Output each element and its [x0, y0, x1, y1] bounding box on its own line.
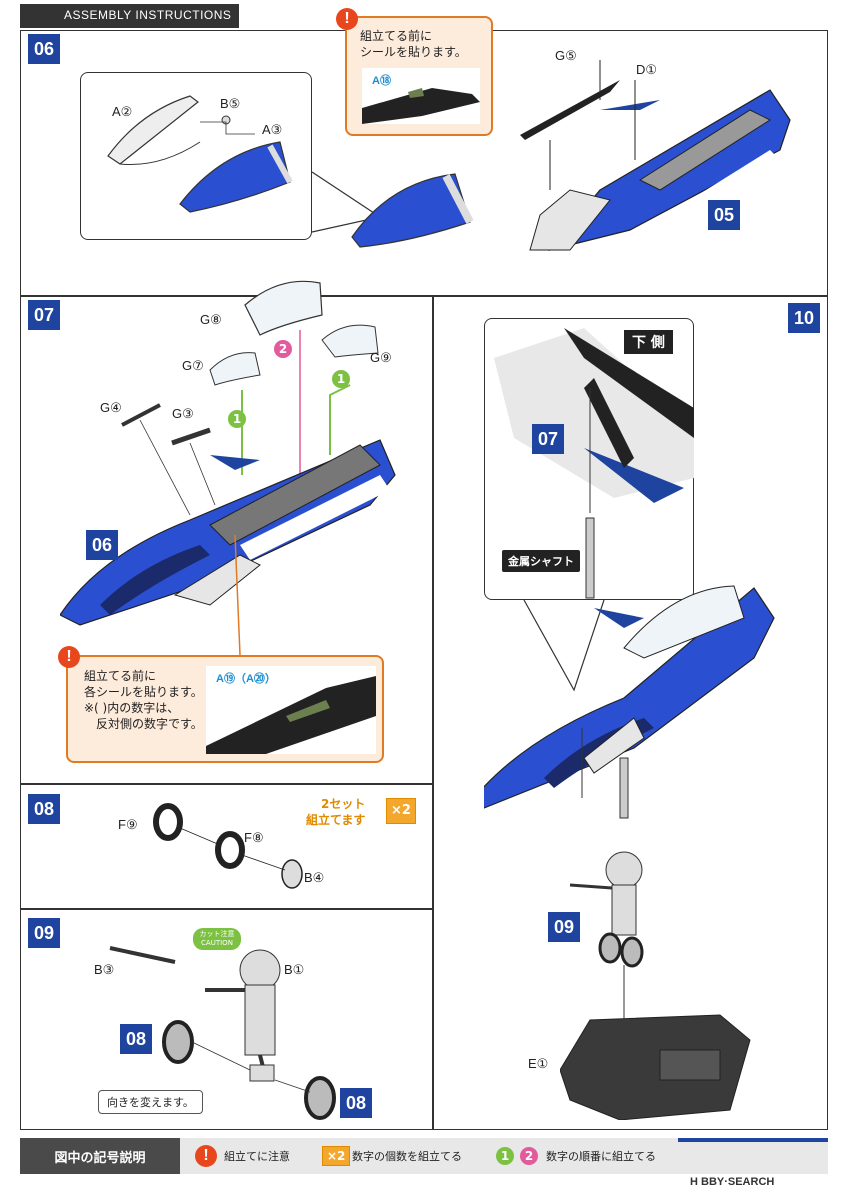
label-a19: A⑲（A⑳） — [216, 673, 276, 685]
legend-item-3: 数字の順番に組立てる — [546, 1151, 656, 1163]
label-b1: B① — [284, 962, 305, 977]
divider — [20, 908, 433, 910]
divider — [432, 295, 434, 1130]
x2-icon: ×2 — [322, 1146, 351, 1166]
step-09-drawing — [109, 946, 336, 1120]
label-d1: D① — [636, 62, 658, 77]
step-07-note-image — [206, 666, 376, 754]
label-b3: B③ — [94, 962, 115, 977]
step-10-gear-and-stand-drawing — [560, 851, 751, 1120]
label-a2: A② — [112, 104, 133, 119]
label-g3: G③ — [172, 406, 194, 421]
order-1-icon: 1 — [228, 410, 246, 428]
bottom-side-tag: 下 側 — [624, 330, 673, 354]
step-06-detail-drawing — [107, 95, 474, 248]
step-07-note-text: 組立てる前に 各シールを貼ります。 ※( )内の数字は、 反対側の数字です。 — [84, 669, 203, 731]
label-b4: B④ — [304, 870, 325, 885]
label-e1: E① — [528, 1056, 549, 1071]
divider — [20, 783, 433, 785]
step-10-badge: 10 — [788, 303, 820, 333]
step-07-badge: 07 — [28, 300, 60, 330]
caution-icon: ! — [58, 646, 80, 668]
step-10-ref-07: 07 — [532, 424, 564, 454]
legend-item-2: 数字の個数を組立てる — [352, 1151, 462, 1163]
x2-icon: ×2 — [386, 798, 416, 824]
step-09-badge: 09 — [28, 918, 60, 948]
label-f8: F⑧ — [244, 830, 264, 845]
label-a18: A⑱ — [372, 75, 391, 87]
metal-shaft-tag: 金属シャフト — [502, 550, 580, 572]
step-06-ref-05: 05 — [708, 200, 740, 230]
label-g8: G⑧ — [200, 312, 222, 327]
caution-icon: ! — [336, 8, 358, 30]
label-g7: G⑦ — [182, 358, 204, 373]
step-08-set-text: 2セット 組立てます — [306, 797, 366, 827]
watermark: H BBY·SEARCH — [690, 1176, 775, 1188]
label-b5: B⑤ — [220, 96, 241, 111]
step-09-ref-08-a: 08 — [120, 1024, 152, 1054]
label-g5: G⑤ — [555, 48, 577, 63]
caution-cut-badge: カット注意 CAUTION — [193, 928, 241, 950]
step-10-drawing — [484, 328, 775, 819]
step-06-fuselage-drawing — [520, 60, 791, 252]
step-06-badge: 06 — [28, 34, 60, 64]
label-g9: G⑨ — [370, 350, 392, 365]
step-08-drawing — [153, 803, 303, 889]
step-07-drawing — [60, 280, 396, 656]
step-09-note: 向きを変えます。 — [98, 1090, 203, 1114]
legend-item-1: 組立てに注意 — [224, 1151, 290, 1163]
legend-accent — [678, 1138, 828, 1142]
order-1-icon: 1 — [496, 1147, 514, 1165]
legend-title: 図中の記号説明 — [20, 1138, 180, 1174]
caution-icon: ! — [195, 1145, 217, 1167]
header-bar: ASSEMBLY INSTRUCTIONS — [20, 4, 239, 28]
step-09-ref-08-b: 08 — [340, 1088, 372, 1118]
header-title: ASSEMBLY INSTRUCTIONS — [64, 8, 232, 22]
step-10-ref-09: 09 — [548, 912, 580, 942]
order-2-icon: 2 — [520, 1147, 538, 1165]
label-a3: A③ — [262, 122, 283, 137]
order-1-icon: 1 — [332, 370, 350, 388]
divider — [20, 295, 828, 297]
legend-bar: 図中の記号説明 ! 組立てに注意 ×2 数字の個数を組立てる 1 2 数字の順番… — [20, 1138, 828, 1174]
step-07-ref-06: 06 — [86, 530, 118, 560]
order-2-icon: 2 — [274, 340, 292, 358]
step-06-note-image — [362, 68, 480, 124]
step-08-badge: 08 — [28, 794, 60, 824]
label-f9: F⑨ — [118, 817, 138, 832]
step-06-note-text: 組立てる前に シールを貼ります。 — [360, 29, 467, 59]
label-g4: G④ — [100, 400, 122, 415]
